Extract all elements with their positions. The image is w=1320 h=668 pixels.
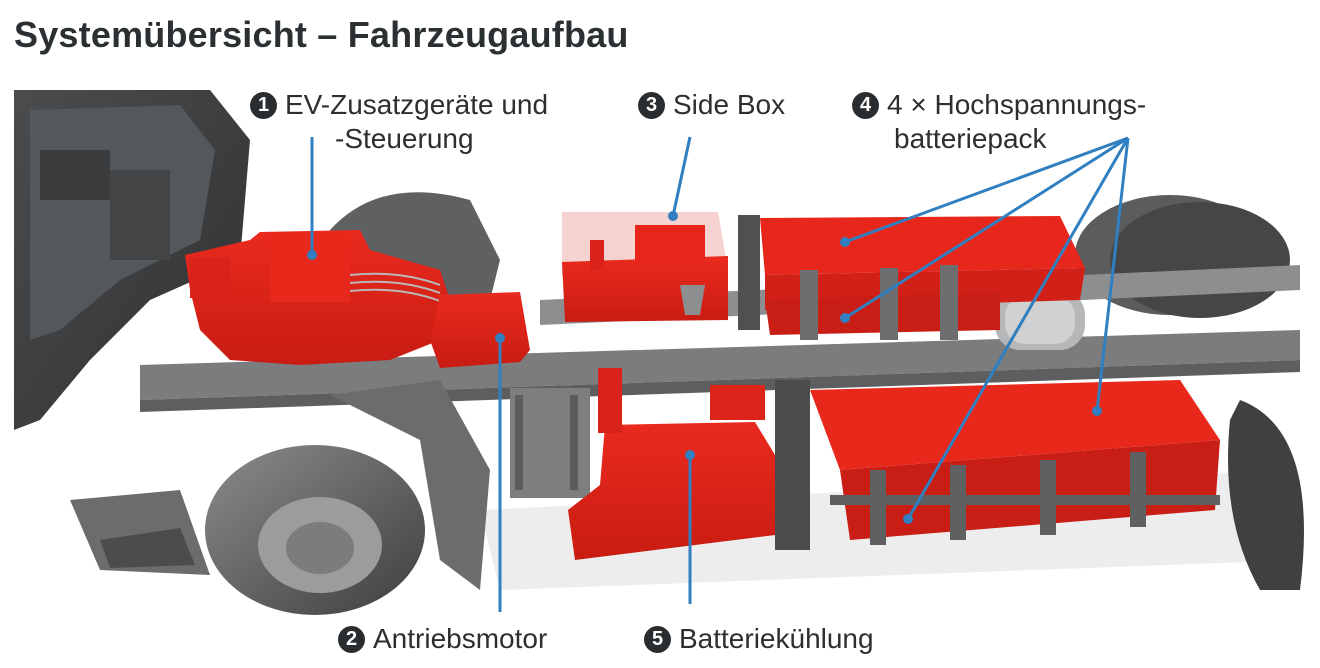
component-ev-auxiliaries[interactable] (185, 230, 450, 365)
callout-badge-3: 3 (638, 92, 665, 119)
component-hv-battery-lower[interactable] (775, 380, 1220, 550)
callout-side-box: 3 Side Box (638, 88, 785, 122)
callout-label-1-line2: -Steuerung (335, 123, 474, 154)
grey-tank-box (510, 388, 590, 498)
callout-badge-4: 4 (852, 92, 879, 119)
component-battery-cooling[interactable] (568, 368, 775, 560)
cab-structure (14, 90, 250, 430)
air-tank (995, 290, 1085, 350)
callout-label-5: Batteriekühlung (679, 623, 874, 654)
callout-traction-motor: 2 Antriebsmotor (338, 622, 547, 656)
callout-label-4-line2: batteriepack (894, 123, 1047, 154)
front-wheel (205, 380, 490, 615)
callout-ev-auxiliaries: 1 EV-Zusatzgeräte und -Steuerung (250, 88, 548, 156)
callout-badge-5: 5 (644, 626, 671, 653)
front-step (70, 490, 210, 575)
page-title: Systemübersicht – Fahrzeugaufbau (14, 14, 629, 55)
leader-endpoints (307, 211, 1102, 524)
leader-lines (310, 136, 1130, 612)
truck-chassis-illustration (14, 90, 1304, 615)
vehicle-diagram (0, 80, 1320, 668)
callout-badge-1: 1 (250, 92, 277, 119)
callout-label-4-line1: 4 × Hochspannungs- (887, 89, 1147, 120)
callout-label-1-line1: EV-Zusatzgeräte und (285, 89, 549, 120)
component-side-box[interactable] (562, 212, 728, 322)
component-traction-motor[interactable] (430, 292, 530, 368)
callout-hv-battery: 4 4 × Hochspannungs- batteriepack (852, 88, 1146, 156)
callout-battery-cooling: 5 Batteriekühlung (644, 622, 874, 656)
component-hv-battery-upper[interactable] (738, 215, 1085, 340)
callout-label-2: Antriebsmotor (373, 623, 548, 654)
callout-badge-2: 2 (338, 626, 365, 653)
callout-label-3: Side Box (673, 89, 786, 120)
